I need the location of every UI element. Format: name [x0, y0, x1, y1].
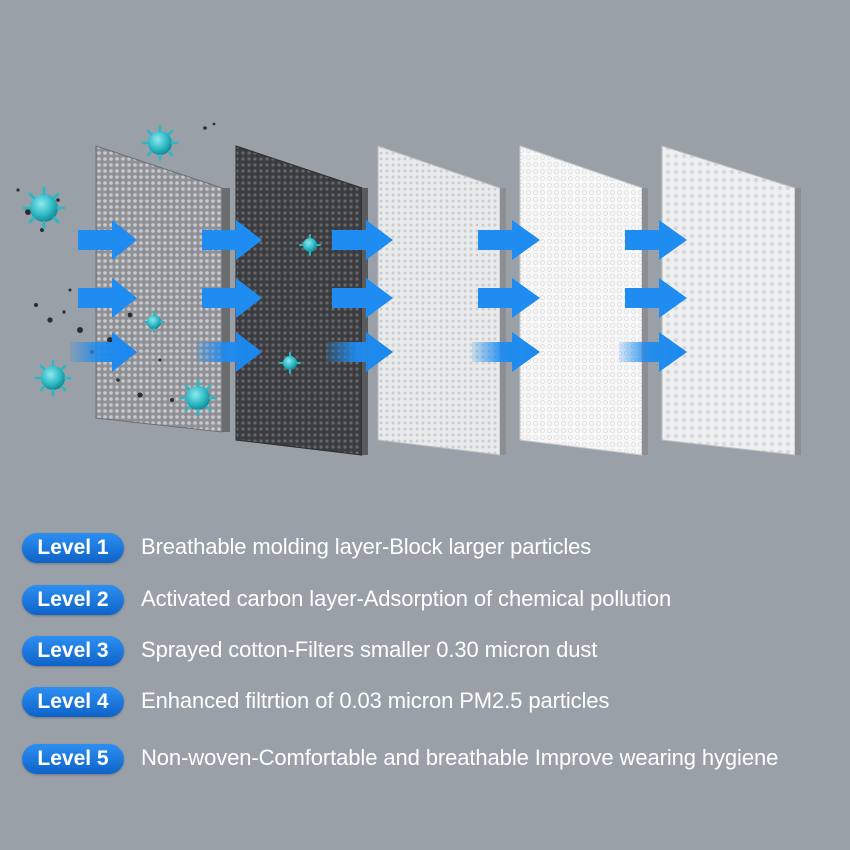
- level-row-5: Level 5 Non-woven-Comfortable and breath…: [0, 739, 850, 779]
- level-badge-4: Level 4: [22, 687, 124, 717]
- virus-icon: [22, 124, 321, 417]
- arrow-right-icon: [70, 220, 687, 372]
- level-description-4: Enhanced filtrtion of 0.03 micron PM2.5 …: [141, 688, 610, 713]
- filter-panel-4: [519, 145, 648, 456]
- level-badge-5: Level 5: [22, 744, 124, 774]
- level-row-2: Level 2 Activated carbon layer-Adsorptio…: [0, 580, 850, 620]
- level-description-1: Breathable molding layer-Block larger pa…: [141, 534, 592, 559]
- filter-layers-illustration: [16, 122, 801, 456]
- level-badge-2: Level 2: [22, 585, 124, 615]
- level-row-4: Level 4 Enhanced filtrtion of 0.03 micro…: [0, 682, 850, 722]
- level-description-3: Sprayed cotton-Filters smaller 0.30 micr…: [141, 637, 598, 662]
- level-row-3: Level 3 Sprayed cotton-Filters smaller 0…: [0, 631, 850, 671]
- level-description-5: Non-woven-Comfortable and breathable Imp…: [141, 745, 779, 770]
- level-description-2: Activated carbon layer-Adsorption of che…: [141, 586, 672, 611]
- level-badge-1: Level 1: [22, 533, 124, 563]
- level-badge-3: Level 3: [22, 636, 124, 666]
- filter-panel-5: [661, 145, 801, 456]
- level-row-1: Level 1 Breathable molding layer-Block l…: [0, 528, 850, 568]
